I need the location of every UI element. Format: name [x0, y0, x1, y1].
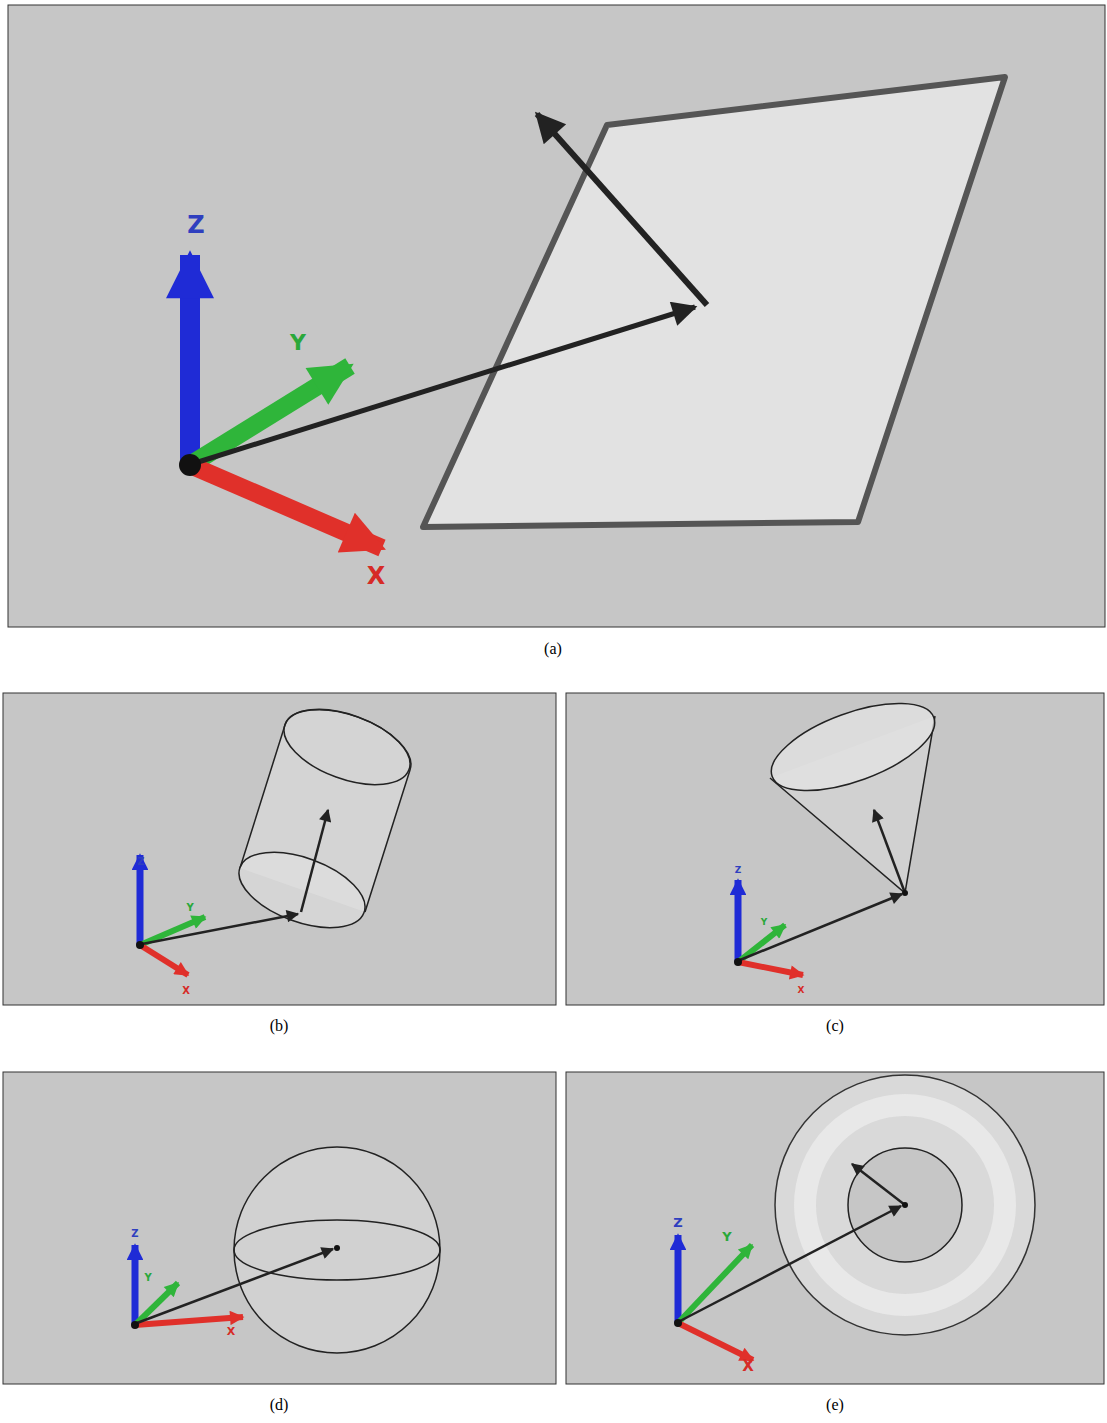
axis-label: Y [144, 1273, 151, 1283]
axis-label: Z [673, 1216, 682, 1229]
axis-label: Z [735, 866, 742, 875]
panel-caption: (b) [270, 1018, 289, 1034]
axis-label: Y [290, 332, 306, 354]
axis-label: Z [131, 1229, 138, 1239]
panel-caption: (e) [826, 1397, 844, 1413]
panel-caption: (c) [826, 1018, 844, 1034]
axis-label: X [182, 986, 190, 996]
axis-label: Y [761, 918, 768, 927]
axis-label: Z [137, 857, 144, 867]
axis-label: X [798, 986, 805, 995]
axis-label: X [227, 1326, 235, 1337]
axis-label: X [742, 1359, 754, 1374]
axis-label: Z [187, 213, 204, 237]
panel-caption: (d) [270, 1397, 289, 1413]
axis-label: X [367, 564, 386, 588]
axis-label: Y [186, 903, 193, 913]
axis-label: Y [722, 1230, 731, 1243]
panel-caption: (a) [544, 641, 562, 657]
